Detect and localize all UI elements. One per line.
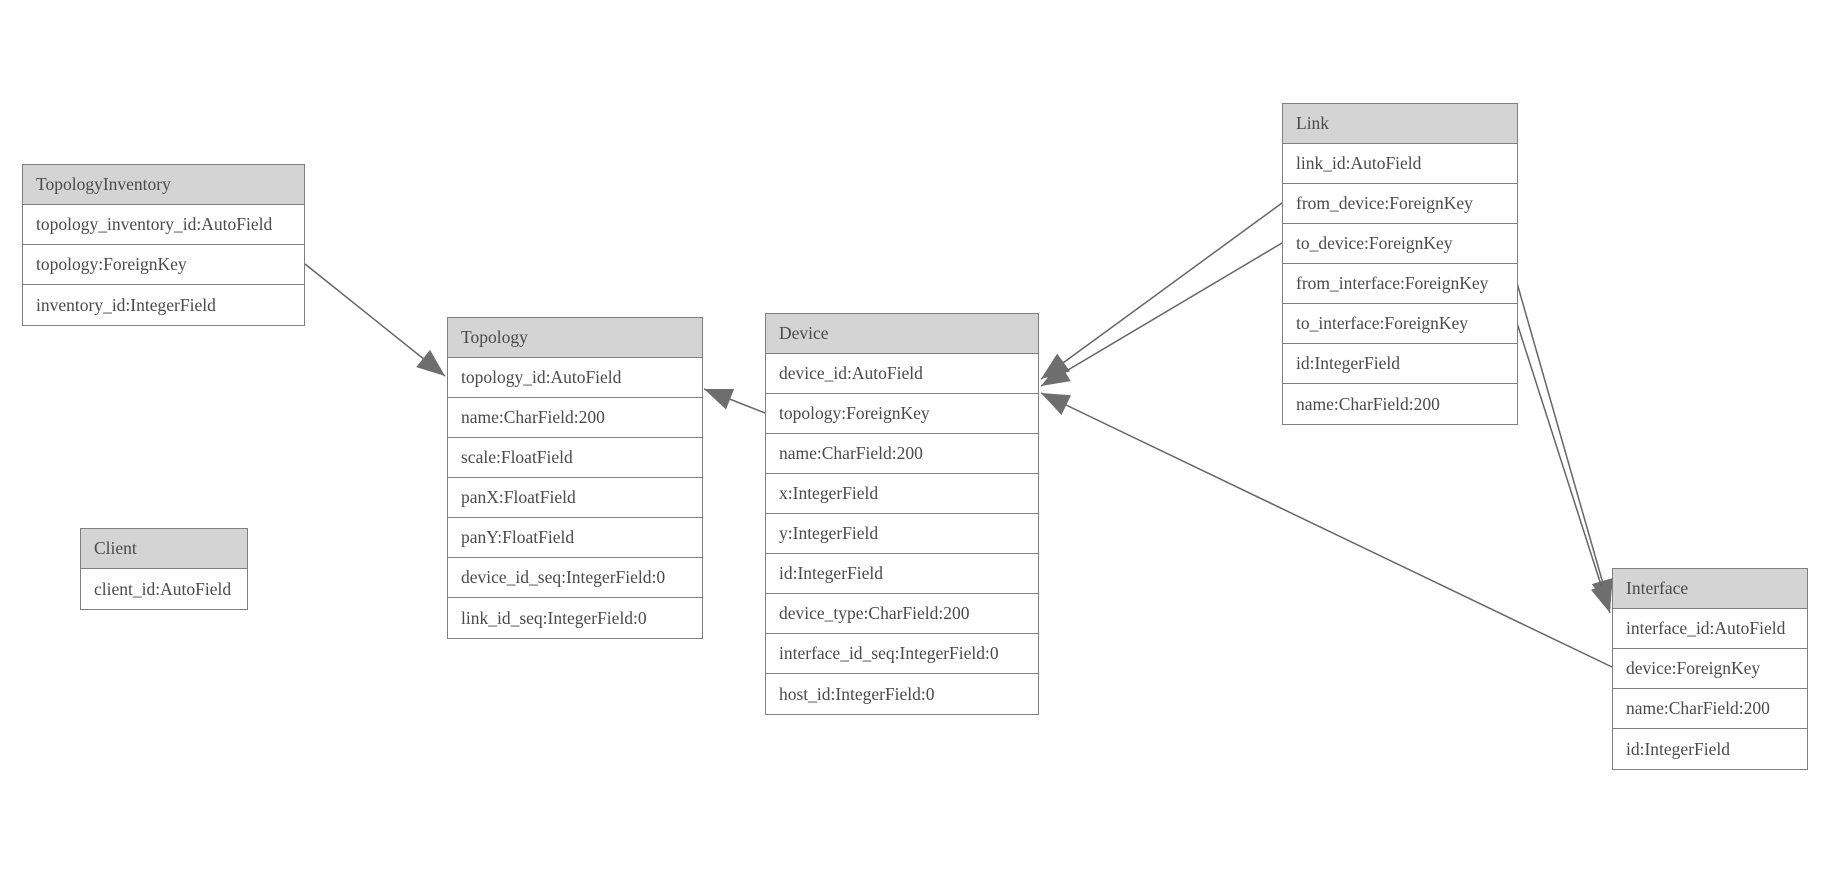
entity-interface: Interface interface_id:AutoField device:… xyxy=(1612,568,1808,770)
field-row: name:CharField:200 xyxy=(766,434,1038,474)
edge-topologyinventory-topology xyxy=(304,263,446,377)
entity-topology-inventory-title: TopologyInventory xyxy=(23,165,304,205)
field-row: topology:ForeignKey xyxy=(766,394,1038,434)
field-row: link_id:AutoField xyxy=(1283,144,1517,184)
edge-link-fromdevice-device xyxy=(1040,202,1283,380)
field-row: interface_id:AutoField xyxy=(1613,609,1807,649)
field-row: host_id:IntegerField:0 xyxy=(766,674,1038,714)
entity-device-title: Device xyxy=(766,314,1038,354)
field-row: inventory_id:IntegerField xyxy=(23,285,304,325)
field-row: name:CharField:200 xyxy=(1283,384,1517,424)
entity-topology-inventory: TopologyInventory topology_inventory_id:… xyxy=(22,164,305,326)
field-row: interface_id_seq:IntegerField:0 xyxy=(766,634,1038,674)
entity-topology-title: Topology xyxy=(448,318,702,358)
field-row: from_interface:ForeignKey xyxy=(1283,264,1517,304)
field-row: to_interface:ForeignKey xyxy=(1283,304,1517,344)
entity-interface-title: Interface xyxy=(1613,569,1807,609)
field-row: name:CharField:200 xyxy=(448,398,702,438)
field-row: panX:FloatField xyxy=(448,478,702,518)
field-row: topology_id:AutoField xyxy=(448,358,702,398)
field-row: id:IntegerField xyxy=(1283,344,1517,384)
entity-link-title: Link xyxy=(1283,104,1517,144)
edge-link-tointerface-interface xyxy=(1516,322,1612,614)
field-row: to_device:ForeignKey xyxy=(1283,224,1517,264)
field-row: scale:FloatField xyxy=(448,438,702,478)
edge-link-frominterface-interface xyxy=(1516,282,1613,609)
entity-client: Client client_id:AutoField xyxy=(80,528,248,610)
entity-topology: Topology topology_id:AutoField name:Char… xyxy=(447,317,703,639)
field-row: device:ForeignKey xyxy=(1613,649,1807,689)
field-row: topology:ForeignKey xyxy=(23,245,304,285)
field-row: client_id:AutoField xyxy=(81,569,247,609)
edge-device-topology xyxy=(703,388,766,414)
field-row: link_id_seq:IntegerField:0 xyxy=(448,598,702,638)
field-row: topology_inventory_id:AutoField xyxy=(23,205,304,245)
field-row: x:IntegerField xyxy=(766,474,1038,514)
entity-device: Device device_id:AutoField topology:Fore… xyxy=(765,313,1039,715)
field-row: id:IntegerField xyxy=(1613,729,1807,769)
field-row: id:IntegerField xyxy=(766,554,1038,594)
entity-client-title: Client xyxy=(81,529,247,569)
entity-link: Link link_id:AutoField from_device:Forei… xyxy=(1282,103,1518,425)
field-row: device_type:CharField:200 xyxy=(766,594,1038,634)
field-row: y:IntegerField xyxy=(766,514,1038,554)
field-row: from_device:ForeignKey xyxy=(1283,184,1517,224)
field-row: panY:FloatField xyxy=(448,518,702,558)
field-row: device_id_seq:IntegerField:0 xyxy=(448,558,702,598)
field-row: name:CharField:200 xyxy=(1613,689,1807,729)
edge-link-todevice-device xyxy=(1040,242,1283,387)
edge-interface-device xyxy=(1040,392,1613,668)
field-row: device_id:AutoField xyxy=(766,354,1038,394)
